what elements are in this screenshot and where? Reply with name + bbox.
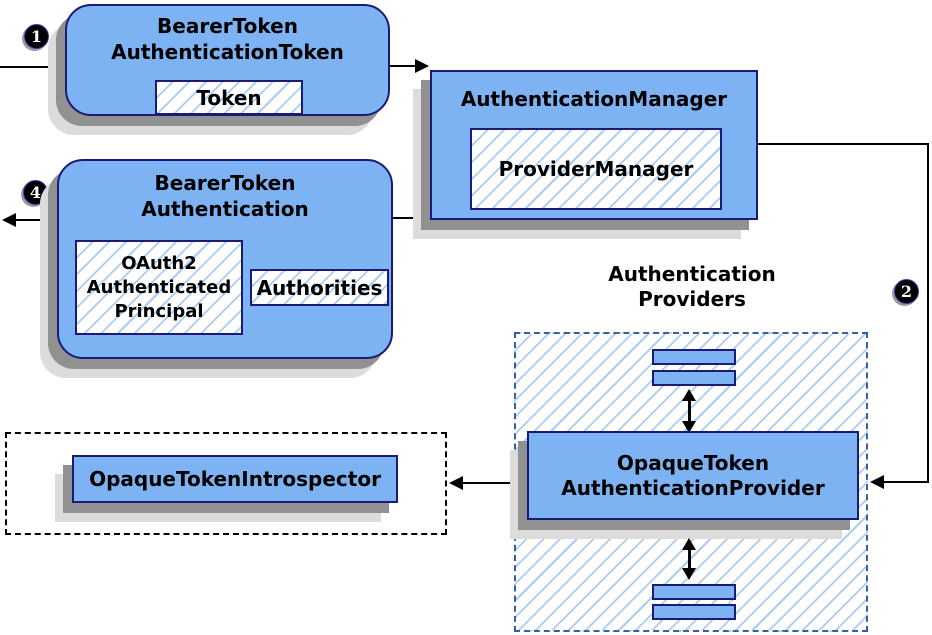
bearer-token-authentication-title-line1: BearerToken <box>154 171 296 195</box>
token-box: Token <box>155 80 303 115</box>
provider-stack-bar-1 <box>652 349 736 365</box>
step-1-number: 1 <box>30 27 43 46</box>
provider-manager-label: ProviderManager <box>498 157 694 181</box>
authorities-box: Authorities <box>250 269 389 306</box>
opaque-token-authentication-provider-title-line1: OpaqueToken <box>616 450 770 475</box>
manager-to-provider-line-bottom <box>884 481 929 483</box>
step-4-number: 4 <box>29 183 42 202</box>
step-2-badge: 2 <box>894 279 919 304</box>
providers-link-shaft-bottom <box>688 549 691 569</box>
authentication-manager-title: AuthenticationManager <box>460 87 728 111</box>
token-label: Token <box>196 85 262 110</box>
incoming-request-line <box>0 66 62 68</box>
opaque-token-introspector-label: OpaqueTokenIntrospector <box>89 467 381 491</box>
authentication-out-arrowhead-icon <box>2 213 16 227</box>
manager-to-provider-line-top <box>758 143 929 145</box>
step-2-number: 2 <box>900 282 913 301</box>
providers-link-arrow-up-icon <box>682 389 696 401</box>
authentication-providers-heading-line1: Authentication <box>608 262 776 286</box>
authentication-providers-heading: Authentication Providers <box>562 262 822 312</box>
authentication-providers-heading-line2: Providers <box>638 287 746 311</box>
principal-line1: OAuth2 <box>121 252 197 274</box>
provider-stack-bar-3 <box>652 584 736 600</box>
providers-link-arrow-down-icon <box>682 421 696 433</box>
oauth2-authenticated-principal-box: OAuth2 Authenticated Principal <box>75 240 243 335</box>
opaque-token-authentication-provider-node: OpaqueToken AuthenticationProvider <box>527 431 859 520</box>
manager-to-provider-arrowhead-icon <box>870 475 884 489</box>
providers-link2-arrow-up-icon <box>682 538 696 550</box>
step-4-badge: 4 <box>23 180 48 205</box>
manager-to-provider-line-vertical <box>927 143 929 483</box>
provider-manager-box: ProviderManager <box>470 128 722 210</box>
bearer-token-authentication-node: BearerToken Authentication OAuth2 Authen… <box>57 159 393 359</box>
provider-to-introspector-arrowhead-icon <box>449 476 463 490</box>
authentication-out-line <box>15 219 58 221</box>
token-to-manager-line <box>390 65 416 67</box>
token-to-manager-arrowhead-icon <box>415 59 429 73</box>
authorities-label: Authorities <box>256 275 383 300</box>
bearer-token-authentication-token-title-line1: BearerToken <box>157 14 298 38</box>
bearer-token-authentication-token-node: BearerToken AuthenticationToken Token <box>65 4 390 116</box>
principal-line3: Principal <box>114 300 204 322</box>
authentication-manager-node: AuthenticationManager ProviderManager <box>430 70 758 220</box>
bearer-token-authentication-token-title-line2: AuthenticationToken <box>111 40 344 64</box>
bearer-token-authentication-title-line2: Authentication <box>141 197 309 221</box>
opaque-token-authentication-provider-title-line2: AuthenticationProvider <box>561 475 825 500</box>
providers-link2-arrow-down-icon <box>682 568 696 580</box>
principal-line2: Authenticated <box>86 276 232 298</box>
opaque-token-introspector-node: OpaqueTokenIntrospector <box>72 455 398 503</box>
provider-stack-bar-2 <box>652 370 736 386</box>
providers-link-shaft-top <box>688 400 691 422</box>
provider-stack-bar-4 <box>652 604 736 620</box>
step-1-badge: 1 <box>24 24 49 49</box>
manager-to-authentication-line <box>393 217 430 219</box>
provider-to-introspector-line <box>463 482 514 484</box>
